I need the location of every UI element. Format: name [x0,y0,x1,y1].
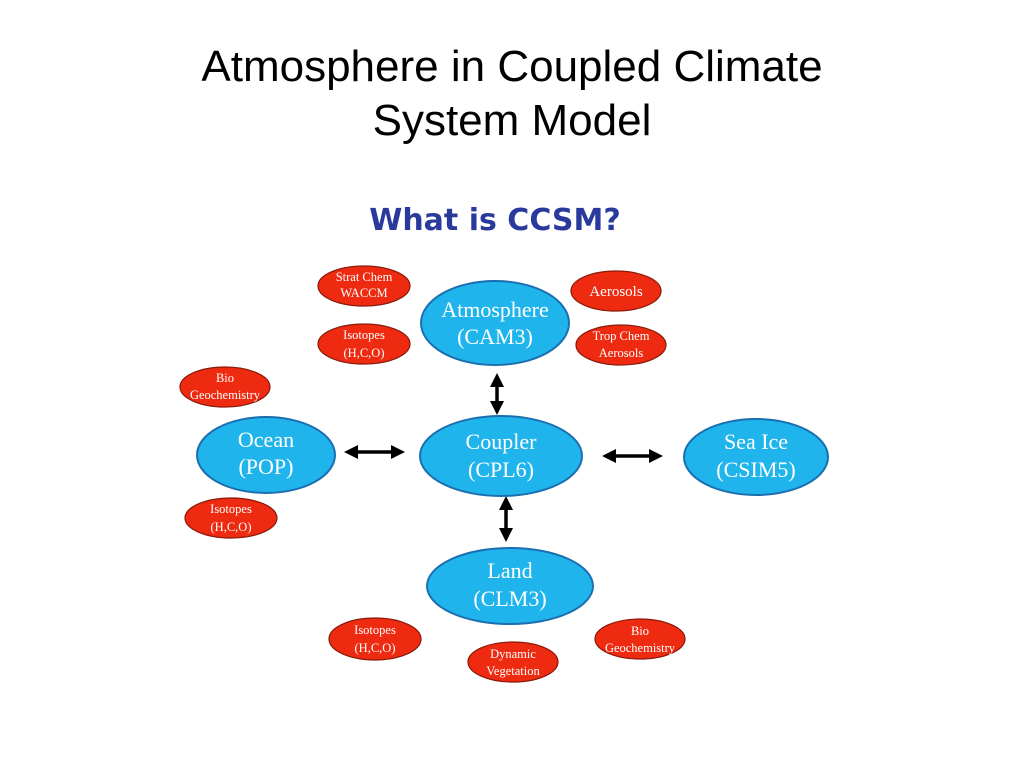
land-node: Land (CLM3) [426,547,594,625]
ocean-node: Ocean (POP) [196,416,336,494]
land-isotopes-label: Isotopes [354,623,396,637]
land-label: Land [487,558,532,583]
land-bio-label: Bio [631,624,649,638]
ocean-isotopes-label: Isotopes [210,502,252,516]
atmosphere-isotopes-elements: (H,C,O) [344,346,385,360]
dynamic-vegetation-label: Dynamic [490,647,536,661]
trop-chem-label: Trop Chem [593,329,650,343]
atmosphere-isotopes-label: Isotopes [343,328,385,342]
dynamic-vegetation-label-2: Vegetation [486,664,540,678]
ocean-isotopes-elements: (H,C,O) [211,520,252,534]
strat-chem-node: Strat Chem WACCM [317,265,411,307]
coupler-node: Coupler (CPL6) [419,415,583,497]
atmosphere-isotopes-node: Isotopes (H,C,O) [317,323,411,365]
strat-chem-model: WACCM [340,286,387,300]
aerosols-label: Aerosols [589,284,642,300]
sea-ice-node: Sea Ice (CSIM5) [683,418,829,496]
coupler-label: Coupler [466,429,538,454]
aerosols-node: Aerosols [570,270,662,312]
ocean-bio-label: Bio [216,371,234,385]
ocean-label: Ocean [238,427,294,452]
ocean-isotopes-node: Isotopes (H,C,O) [184,497,278,539]
land-isotopes-elements: (H,C,O) [355,641,396,655]
trop-chem-node: Trop Chem Aerosols [575,324,667,366]
atmosphere-label: Atmosphere [441,297,549,322]
diagram-heading: What is CCSM? [369,203,621,238]
slide-title-line-2: System Model [372,96,652,145]
ocean-model: (POP) [238,454,293,479]
trop-chem-aerosols: Aerosols [599,346,644,360]
strat-chem-label: Strat Chem [336,270,393,284]
dynamic-vegetation-node: Dynamic Vegetation [467,641,559,683]
land-bio-geochemistry: Geochemistry [605,641,676,655]
land-model: (CLM3) [473,586,546,611]
sea-ice-label: Sea Ice [724,429,788,454]
slide-title: Atmosphere in Coupled Climate System Mod… [0,40,1024,148]
ocean-bio-node: Bio Geochemistry [179,366,271,408]
land-bio-node: Bio Geochemistry [594,618,686,660]
atmosphere-model: (CAM3) [457,324,533,349]
slide-title-line-1: Atmosphere in Coupled Climate [201,42,823,91]
land-isotopes-node: Isotopes (H,C,O) [328,617,422,661]
atmosphere-node: Atmosphere (CAM3) [420,280,570,366]
coupler-model: (CPL6) [468,457,534,482]
ocean-bio-geochemistry: Geochemistry [190,388,261,402]
sea-ice-model: (CSIM5) [716,457,795,482]
